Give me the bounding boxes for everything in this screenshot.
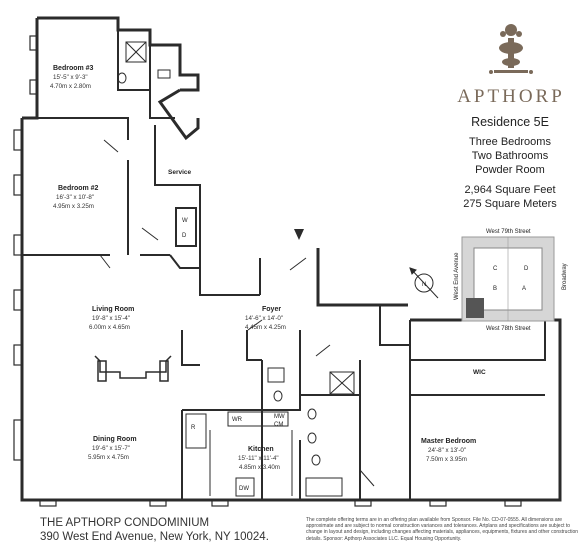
living-metric: 6.00m x 4.65m — [89, 324, 130, 331]
keyplan-wing-b: B — [493, 286, 497, 292]
kitchen-counters — [185, 411, 293, 497]
dishwasher-label: DW — [239, 486, 249, 492]
foyer-imperial: 14'-6" x 14'-0" — [245, 315, 283, 322]
keyplan-west-avenue: West End Avenue — [454, 252, 460, 300]
keyplan-wing-c: C — [493, 266, 498, 272]
wine-fridge-label: WR — [232, 417, 243, 423]
interior-walls — [22, 30, 546, 500]
bathroom-fixtures — [117, 41, 355, 497]
bathrooms-count: Two Bathrooms — [471, 150, 549, 162]
master-metric: 7.50m x 3.95m — [426, 456, 467, 463]
living-imperial: 19'-8" x 15'-4" — [92, 315, 130, 322]
bedrooms-count: Three Bedrooms — [469, 136, 551, 148]
fireplace — [94, 355, 172, 382]
residence-title: Residence 5E — [471, 115, 549, 129]
refrigerator-label: R — [191, 425, 196, 431]
legal-disclaimer: The complete offering terms are in an of… — [306, 517, 579, 542]
compass-n-label: N — [422, 282, 426, 288]
master-imperial: 24'-8" x 13'-0" — [428, 447, 466, 454]
powder-room: Powder Room — [475, 164, 545, 176]
keyplan-wing-a: A — [522, 286, 526, 292]
washer-label: W — [182, 218, 188, 224]
dryer-label: D — [182, 233, 187, 239]
bedroom3-name: Bedroom #3 — [53, 65, 94, 72]
dining-metric: 5.95m x 4.75m — [88, 454, 129, 461]
square-feet: 2,964 Square Feet — [464, 184, 556, 196]
foyer-metric: 4.45m x 4.25m — [245, 324, 286, 331]
kitchen-name: Kitchen — [248, 446, 274, 453]
entry-arrow-icon — [294, 229, 304, 240]
coffee-maker-label: CM — [274, 422, 283, 428]
brand-name: APTHORP — [457, 86, 565, 107]
dining-name: Dining Room — [93, 436, 137, 443]
keyplan-north-street: West 79th Street — [486, 229, 531, 235]
windows — [13, 35, 522, 507]
square-meters: 275 Square Meters — [463, 198, 557, 210]
residence-rooms: Three Bedrooms Two Bathrooms Powder Room — [440, 135, 580, 177]
microwave-label: MW — [274, 414, 285, 420]
door-swings — [99, 139, 375, 487]
wic-label: WIC — [473, 369, 486, 376]
kitchen-imperial: 15'-11" x 11'-4" — [238, 455, 279, 462]
dining-imperial: 19'-6" x 15'-7" — [92, 445, 130, 452]
master-name: Master Bedroom — [421, 438, 476, 445]
keyplan-south-street: West 78th Street — [486, 326, 531, 332]
condominium-address: 390 West End Avenue, New York, NY 10024. — [40, 531, 269, 543]
apthorp-crest-logo — [489, 24, 533, 74]
living-name: Living Room — [92, 306, 134, 313]
keyplan-east-avenue: Broadway — [562, 263, 568, 290]
bedroom2-imperial: 16'-3" x 10'-8" — [56, 194, 94, 201]
compass — [409, 267, 439, 299]
service-label: Service — [168, 169, 192, 176]
keyplan-wing-d: D — [524, 266, 529, 272]
bedroom3-metric: 4.70m x 2.80m — [50, 83, 91, 90]
kitchen-metric: 4.85m x 3.40m — [239, 464, 280, 471]
foyer-name: Foyer — [262, 306, 281, 313]
bedroom3-imperial: 15'-5" x 9'-3" — [53, 74, 88, 81]
bedroom2-name: Bedroom #2 — [58, 185, 99, 192]
residence-area: 2,964 Square Feet 275 Square Meters — [440, 183, 580, 211]
key-plan — [461, 236, 555, 322]
condominium-name: THE APTHORP CONDOMINIUM — [40, 517, 210, 529]
bedroom2-metric: 4.95m x 3.25m — [53, 203, 94, 210]
